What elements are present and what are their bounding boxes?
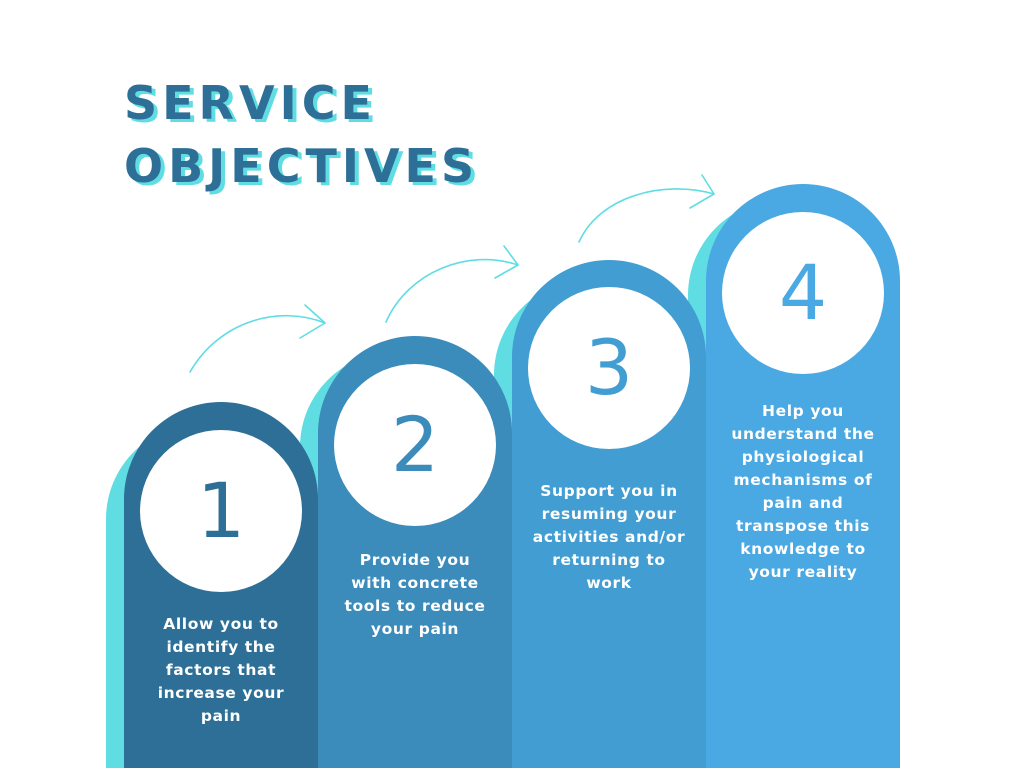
step-3-circle: 3	[528, 287, 690, 449]
step-4-circle: 4	[722, 212, 884, 374]
step-3-number: 3	[584, 323, 634, 412]
title-line-2: OBJECTIVES	[124, 139, 480, 193]
step-1-number: 1	[196, 466, 246, 555]
step-4-text: Help you understand the physiological me…	[731, 402, 875, 581]
title-line-1: SERVICE	[124, 76, 377, 130]
curved-arrow-icon	[189, 304, 326, 373]
step-1-text: Allow you to identify the factors that i…	[157, 615, 285, 725]
step-1-circle: 1	[140, 430, 302, 592]
step-2-circle: 2	[334, 364, 496, 526]
curved-arrow-icon	[578, 174, 715, 243]
step-3-text: Support you in resuming your activities …	[532, 482, 686, 592]
step-2-text: Provide you with concrete tools to reduc…	[344, 551, 486, 638]
step-2-number: 2	[390, 400, 440, 489]
step-4-number: 4	[778, 248, 828, 337]
curved-arrow-icon	[385, 245, 519, 323]
